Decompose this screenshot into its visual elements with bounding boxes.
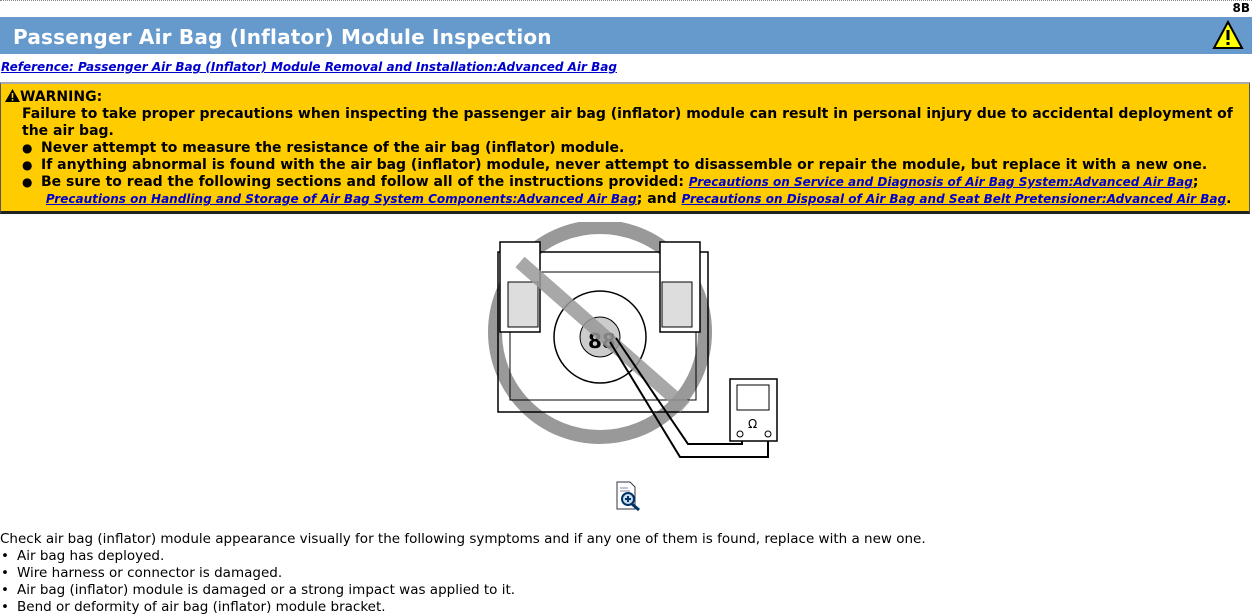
ohm-symbol: Ω [748,417,757,431]
title-bar: Passenger Air Bag (Inflator) Module Insp… [0,17,1252,54]
symptom-item: Wire harness or connector is damaged. [0,565,926,582]
warning-intro: Failure to take proper precautions when … [22,106,1233,139]
instructions-intro: Check air bag (inflator) module appearan… [0,531,926,547]
symptom-item: Air bag (inflator) module is damaged or … [0,582,926,599]
zoom-image-icon[interactable] [614,481,642,511]
warning-item: If anything abnormal is found with the a… [22,157,1237,174]
warning-heading: WARNING: [5,89,102,106]
symptom-item: Bend or deformity of air bag (inflator) … [0,599,926,616]
precautions-handling-link[interactable]: Precautions on Handling and Storage of A… [45,192,637,206]
reference-link[interactable]: Reference: Passenger Air Bag (Inflator) … [1,60,617,74]
warning-small-icon [5,89,20,102]
inspection-instructions: Check air bag (inflator) module appearan… [0,531,926,616]
top-divider [0,0,1252,1]
warning-icon [1212,20,1244,49]
symptom-item: Air bag has deployed. [0,548,926,565]
precautions-disposal-link[interactable]: Precautions on Disposal of Air Bag and S… [681,192,1227,206]
inspection-illustration: 88 Ω [488,222,778,458]
warning-box: WARNING: Failure to take proper precauti… [0,82,1250,214]
page-title: Passenger Air Bag (Inflator) Module Insp… [13,25,552,49]
section-code: 8B [1232,1,1251,15]
warning-item: Be sure to read the following sections a… [22,174,1237,208]
warning-item: Never attempt to measure the resistance … [22,140,1237,157]
precautions-service-link[interactable]: Precautions on Service and Diagnosis of … [688,175,1193,189]
